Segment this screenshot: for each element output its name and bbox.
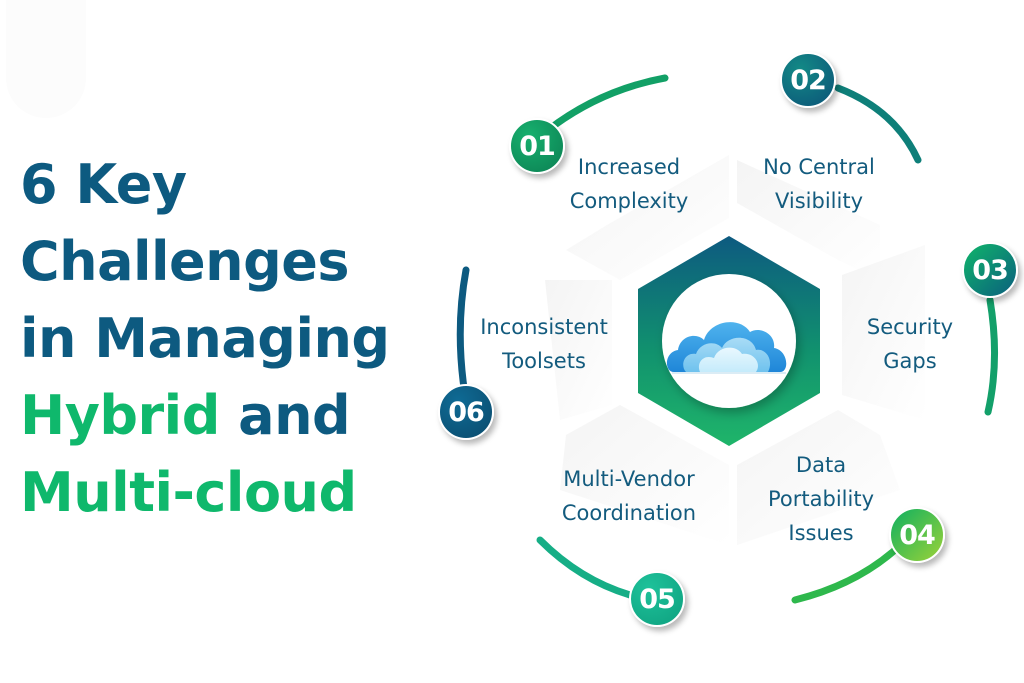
challenge-label-03: Security Gaps bbox=[867, 310, 953, 378]
challenge-03-line2: Gaps bbox=[883, 349, 937, 373]
challenge-label-04: Data Portability Issues bbox=[768, 448, 874, 550]
challenge-04-line1: Data bbox=[795, 453, 847, 477]
title-line-4: Hybrid and bbox=[20, 377, 390, 454]
title-highlight-hybrid: Hybrid bbox=[20, 384, 220, 447]
challenge-06-line2: Toolsets bbox=[502, 349, 586, 373]
title-line-5: Multi-cloud bbox=[20, 461, 357, 524]
badge-05: 05 bbox=[629, 571, 685, 627]
badge-01: 01 bbox=[509, 118, 565, 174]
challenge-02-line1: No Central bbox=[763, 155, 875, 179]
title-and: and bbox=[219, 384, 351, 447]
challenge-03-line1: Security bbox=[866, 315, 954, 339]
challenge-04-line3: Issues bbox=[788, 521, 854, 545]
page-title: 6 Key Challenges in Managing Hybrid and … bbox=[20, 146, 390, 531]
cloud-icon bbox=[666, 322, 787, 374]
challenge-05-line2: Coordination bbox=[561, 501, 697, 525]
challenge-05-line1: Multi-Vendor bbox=[563, 467, 695, 491]
badge-02: 02 bbox=[780, 52, 836, 108]
title-line-1: 6 Key bbox=[20, 153, 187, 216]
badge-03: 03 bbox=[962, 242, 1018, 298]
ring-arcs bbox=[456, 74, 999, 604]
title-line-3: in Managing bbox=[20, 307, 390, 370]
challenge-01-line2: Complexity bbox=[569, 189, 689, 213]
challenge-label-01: Increased Complexity bbox=[570, 150, 689, 218]
badge-04: 04 bbox=[889, 507, 945, 563]
challenge-02-line2: Visibility bbox=[774, 189, 864, 213]
title-line-2: Challenges bbox=[20, 230, 350, 293]
challenge-04-line2: Portability bbox=[768, 487, 874, 511]
challenge-label-05: Multi-Vendor Coordination bbox=[562, 462, 696, 530]
challenge-01-line1: Increased bbox=[577, 155, 681, 179]
challenge-label-02: No Central Visibility bbox=[763, 150, 875, 218]
background-decoration bbox=[6, 0, 86, 118]
outer-segments bbox=[545, 155, 925, 545]
challenge-label-06: Inconsistent Toolsets bbox=[480, 310, 608, 378]
challenge-06-line1: Inconsistent bbox=[480, 315, 608, 339]
badge-06: 06 bbox=[438, 384, 494, 440]
